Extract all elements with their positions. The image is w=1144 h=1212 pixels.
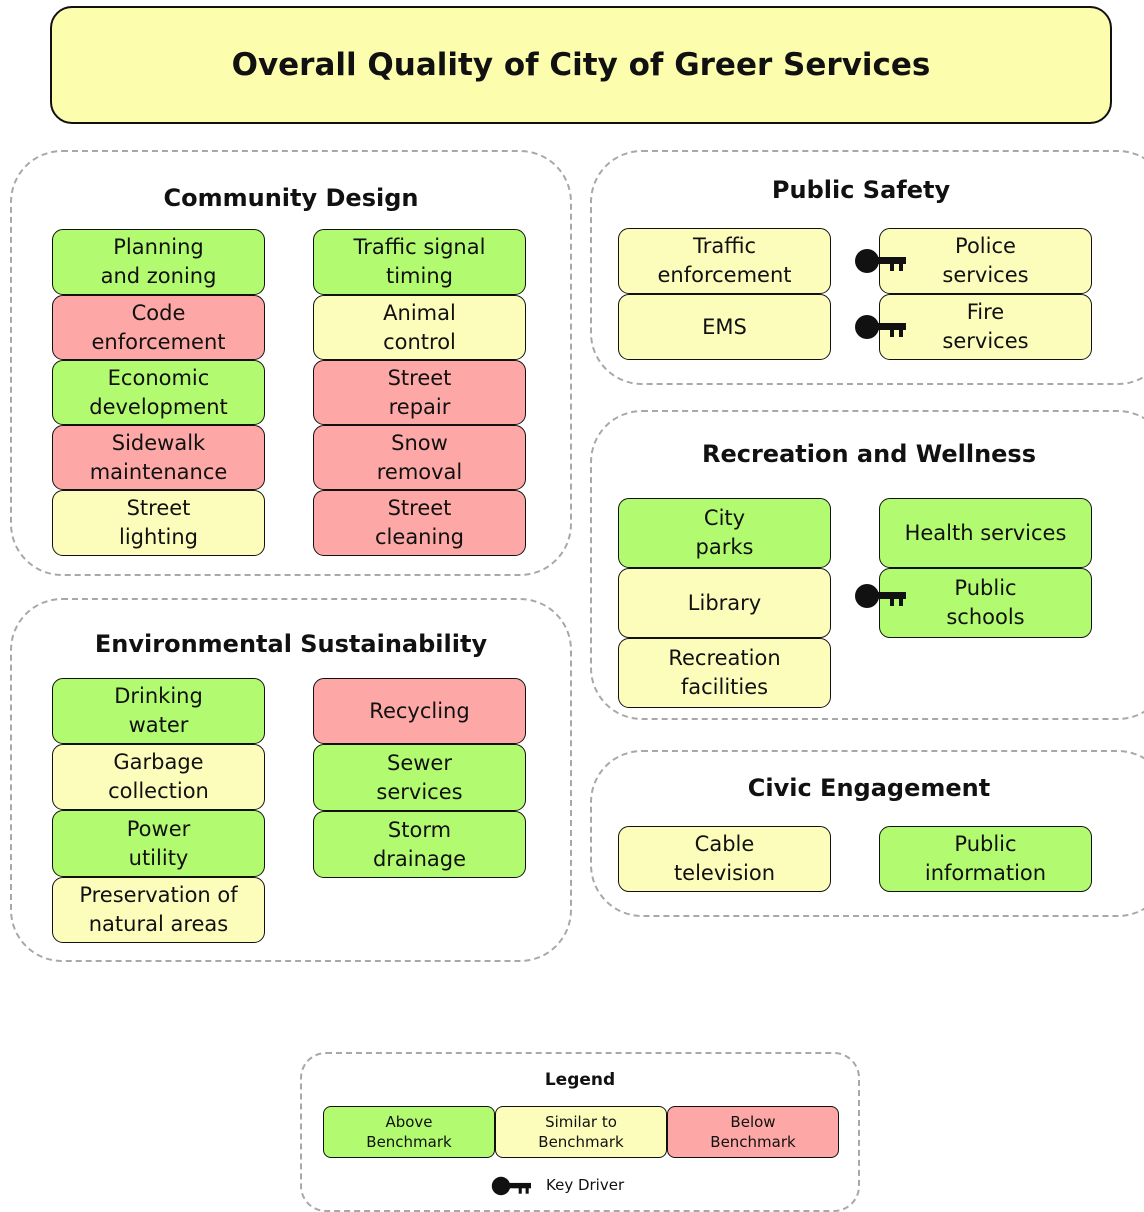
tile-economic-development: Economic development	[52, 360, 265, 425]
tile-street-repair: Street repair	[313, 360, 526, 425]
environmental-sustainability-panel: Environmental Sustainability	[10, 598, 572, 962]
tile-drinking-water: Drinking water	[52, 678, 265, 744]
tile-street-lighting: Street lighting	[52, 490, 265, 556]
community-design-panel: Community Design	[10, 150, 572, 576]
recreation-wellness-panel: Recreation and Wellness	[590, 410, 1144, 720]
tile-sidewalk-maintenance: Sidewalk maintenance	[52, 425, 265, 490]
tile-ems: EMS	[618, 294, 831, 360]
tile-library: Library	[618, 568, 831, 638]
recreation-wellness-title: Recreation and Wellness	[701, 440, 1037, 468]
tile-power-utility: Power utility	[52, 810, 265, 877]
tile-recycling: Recycling	[313, 678, 526, 744]
key-driver-icon	[855, 315, 906, 339]
tile-preservation-natural-areas: Preservation of natural areas	[52, 877, 265, 943]
key-driver-icon	[855, 584, 906, 608]
tile-traffic-enforcement: Traffic enforcement	[618, 228, 831, 294]
page-title: Overall Quality of City of Greer Service…	[50, 6, 1112, 124]
environmental-sustainability-title: Environmental Sustainability	[94, 630, 488, 658]
legend-above-benchmark: Above Benchmark	[323, 1106, 495, 1158]
public-safety-panel: Public Safety	[590, 150, 1144, 385]
tile-animal-control: Animal control	[313, 295, 526, 360]
civic-engagement-panel: Civic Engagement	[590, 750, 1144, 917]
tile-garbage-collection: Garbage collection	[52, 744, 265, 810]
legend: Legend Above Benchmark Similar to Benchm…	[300, 1052, 860, 1212]
tile-public-information: Public information	[879, 826, 1092, 892]
tile-traffic-signal-timing: Traffic signal timing	[313, 229, 526, 295]
tile-code-enforcement: Code enforcement	[52, 295, 265, 360]
legend-similar-benchmark: Similar to Benchmark	[495, 1106, 667, 1158]
tile-sewer-services: Sewer services	[313, 744, 526, 811]
tile-health-services: Health services	[879, 498, 1092, 568]
key-driver-icon	[491, 1176, 531, 1196]
community-design-title: Community Design	[163, 184, 419, 212]
tile-fire-services: Fire services	[879, 294, 1092, 360]
legend-below-benchmark: Below Benchmark	[667, 1106, 839, 1158]
tile-street-cleaning: Street cleaning	[313, 490, 526, 556]
tile-storm-drainage: Storm drainage	[313, 811, 526, 878]
tile-public-schools: Public schools	[879, 568, 1092, 638]
tile-recreation-facilities: Recreation facilities	[618, 638, 831, 708]
civic-engagement-title: Civic Engagement	[747, 774, 991, 802]
tile-planning-zoning: Planning and zoning	[52, 229, 265, 295]
legend-title: Legend	[544, 1070, 616, 1090]
legend-key-driver-label: Key Driver	[546, 1176, 625, 1194]
public-safety-title: Public Safety	[771, 176, 951, 204]
tile-snow-removal: Snow removal	[313, 425, 526, 490]
tile-city-parks: City parks	[618, 498, 831, 568]
tile-cable-television: Cable television	[618, 826, 831, 892]
tile-police-services: Police services	[879, 228, 1092, 294]
key-driver-icon	[855, 249, 906, 273]
